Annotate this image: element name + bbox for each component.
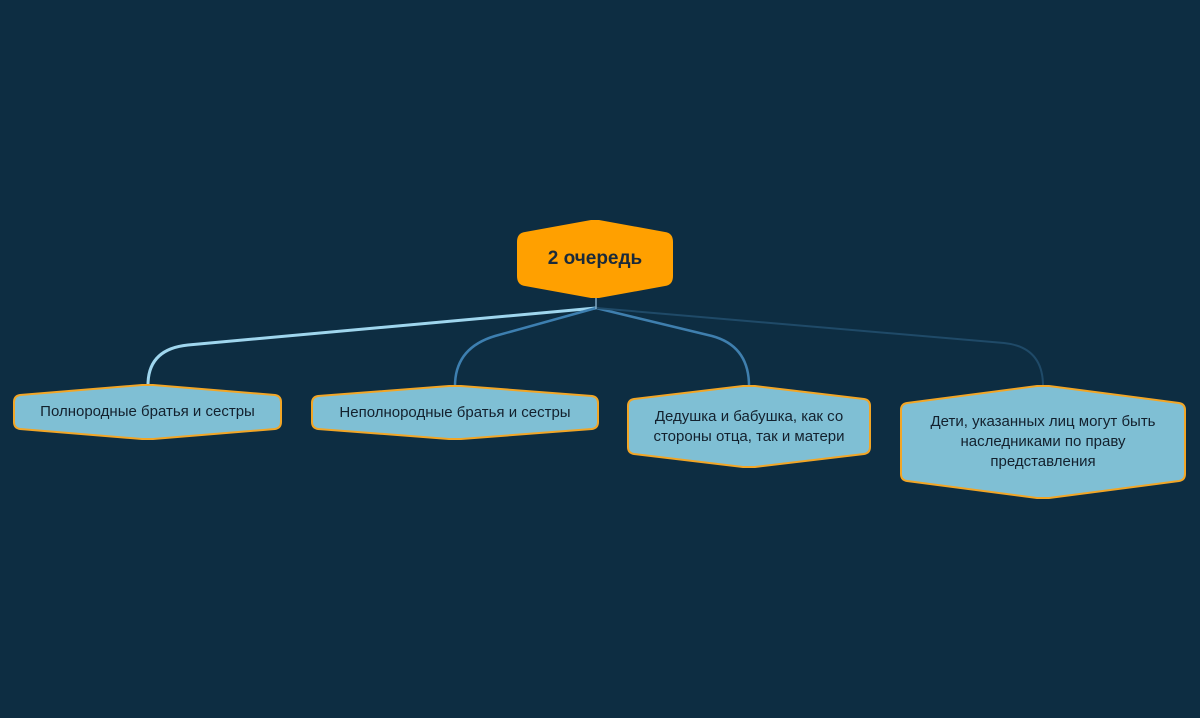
child-node-1-shape xyxy=(13,384,282,440)
connector-child-4 xyxy=(595,307,1044,387)
child-node-3-fill xyxy=(627,385,871,468)
root-node-fill xyxy=(517,220,673,298)
child-node-2[interactable]: Неполнородные братья и сестры xyxy=(311,385,599,440)
child-node-4-shape xyxy=(900,385,1186,499)
child-node-3[interactable]: Дедушка и бабушка, как со стороны отца, … xyxy=(627,385,871,468)
child-node-1[interactable]: Полнородные братья и сестры xyxy=(13,384,282,440)
connector-child-2 xyxy=(453,306,597,387)
child-node-4[interactable]: Дети, указанных лиц могут быть наследник… xyxy=(900,385,1186,499)
child-node-2-label: Неполнородные братья и сестры xyxy=(339,403,571,421)
root-node-label: 2 очередь xyxy=(547,248,643,269)
child-node-2-fill xyxy=(311,385,599,440)
child-node-3-shape xyxy=(627,385,871,468)
root-node-shape xyxy=(517,220,673,298)
connector-child-3 xyxy=(595,306,751,387)
child-node-1-fill xyxy=(13,384,282,440)
child-node-2-shape xyxy=(311,385,599,440)
child-node-4-label: Дети, указанных лиц могут быть наследник… xyxy=(930,413,1156,470)
child-node-3-label: Дедушка и бабушка, как со стороны отца, … xyxy=(653,407,845,445)
child-node-4-fill xyxy=(900,385,1186,499)
child-node-1-label: Полнородные братья и сестры xyxy=(40,403,255,420)
root-node[interactable]: 2 очередь xyxy=(517,220,673,298)
connector-child-1 xyxy=(146,306,597,386)
